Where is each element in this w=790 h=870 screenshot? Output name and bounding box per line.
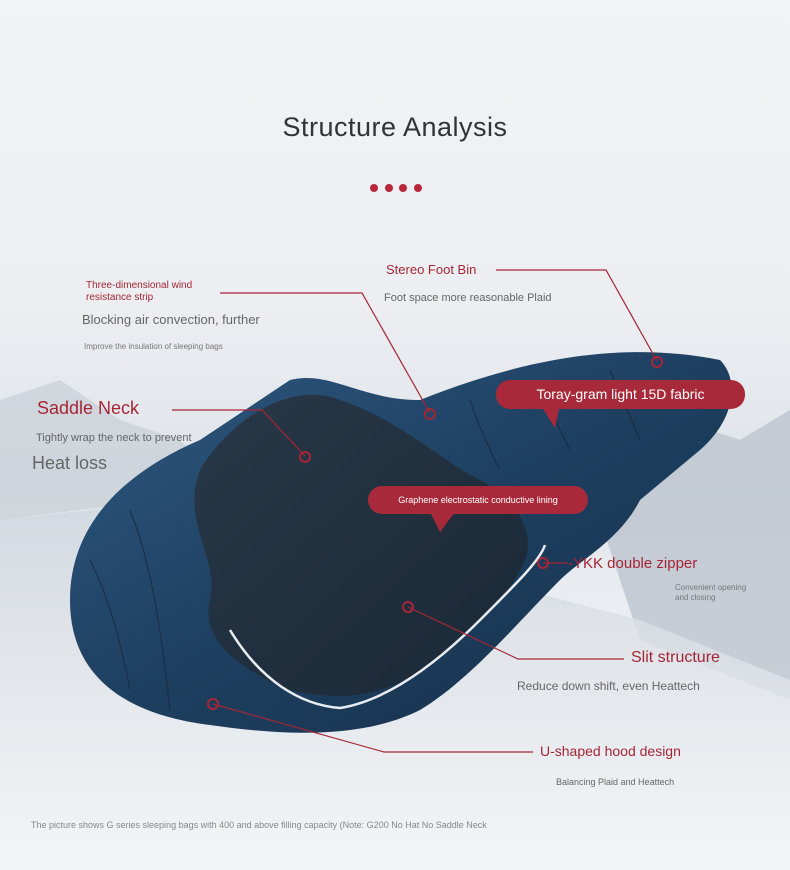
hood-desc: Balancing Plaid and Heattech	[556, 777, 675, 787]
saddle-neck-line1: Tightly wrap the neck to prevent	[36, 432, 192, 444]
slit-desc: Reduce down shift, even Heattech	[517, 679, 700, 693]
lining-pointer	[430, 512, 455, 532]
footnote: The picture shows G series sleeping bags…	[31, 820, 487, 830]
bag-opening	[194, 394, 528, 696]
wind-strip-line1: Blocking air convection, further	[82, 312, 260, 327]
slit-title: Slit structure	[631, 649, 720, 666]
zipper-edge	[228, 544, 547, 710]
lining-label: Graphene electrostatic conductive lining	[368, 486, 588, 514]
saddle-neck-line2: Heat loss	[32, 453, 108, 473]
fabric-pointer	[540, 404, 560, 428]
page-title: Structure Analysis	[282, 112, 508, 142]
wind-strip-line2: Improve the insulation of sleeping bags	[84, 342, 223, 351]
saddle-neck-title: Saddle Neck	[37, 398, 140, 418]
title-dots-decoration	[370, 184, 422, 192]
zipper-desc: Convenient opening and closing	[675, 583, 747, 602]
wind-strip-title: Three-dimensional wind resistance strip	[86, 280, 193, 303]
hood-title: U-shaped hood design	[540, 743, 681, 759]
foot-bin-title: Stereo Foot Bin	[386, 262, 477, 277]
zipper-title: -YKK double zipper	[568, 555, 698, 572]
foot-bin-desc: Foot space more reasonable Plaid	[384, 292, 552, 304]
fabric-label: Toray-gram light 15D fabric	[496, 380, 745, 409]
